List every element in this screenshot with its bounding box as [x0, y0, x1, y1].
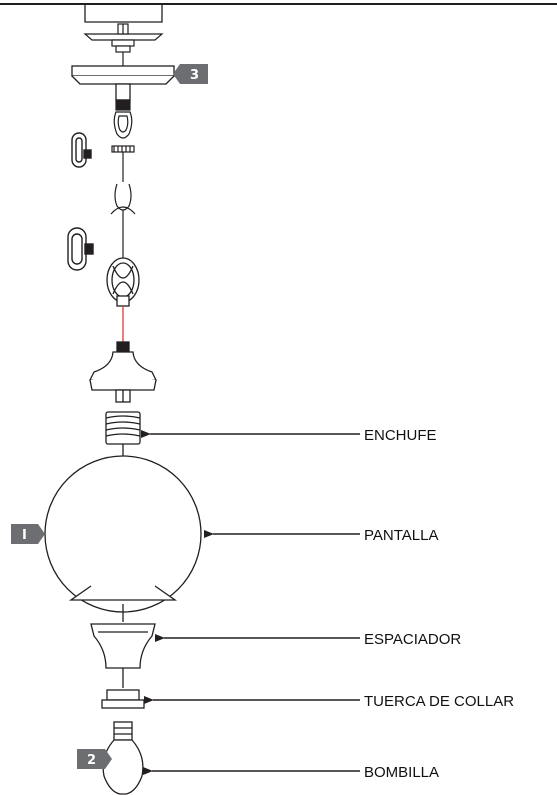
callout-leaders [141, 430, 360, 775]
label-enchufe: ENCHUFE [364, 427, 437, 444]
junction-box [84, 4, 163, 23]
step-badge-2-text: 2 [87, 753, 96, 768]
loop-connector [111, 99, 135, 182]
step-badge-3-text: 3 [190, 68, 199, 83]
fitter-cap [89, 341, 157, 403]
label-espaciador: ESPACIADOR [364, 631, 461, 648]
step-badge-1-text: I [22, 528, 27, 543]
mounting-bracket [83, 23, 164, 66]
label-tuerca-de-collar: TUERCA DE COLLAR [364, 693, 514, 710]
collar-nut [101, 689, 145, 709]
spacer [90, 623, 156, 688]
chain-link-icon-2 [67, 227, 94, 271]
light-bulb [102, 721, 144, 795]
chain-link-icon [71, 132, 92, 168]
label-bombilla: BOMBILLA [364, 764, 439, 781]
hook [110, 183, 136, 258]
step-badge-1: I [11, 524, 45, 544]
step-badge-3: 3 [173, 64, 208, 84]
step-badge-2: 2 [77, 749, 112, 769]
canopy [71, 65, 175, 101]
wire-loop [106, 257, 140, 307]
globe-shade [44, 455, 202, 622]
label-pantalla: PANTALLA [364, 527, 438, 544]
socket [105, 411, 141, 462]
